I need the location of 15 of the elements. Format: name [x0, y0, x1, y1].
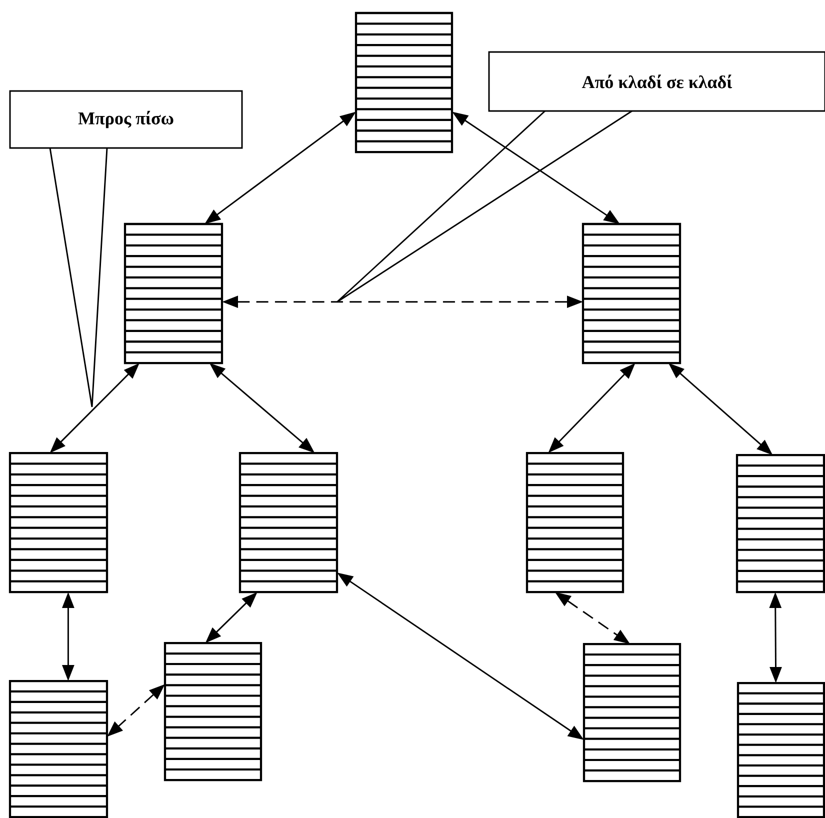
callout-box: Μπρος πίσω [9, 90, 243, 149]
striped-box [8, 680, 108, 818]
callout-box: Από κλαδί σε κλαδί [488, 51, 825, 112]
striped-box [736, 454, 825, 594]
callout-pointer [49, 147, 108, 408]
striped-box [164, 642, 262, 782]
striped-box [582, 222, 682, 364]
striped-box [526, 452, 624, 594]
callout-pointer [336, 110, 633, 303]
striped-box [582, 642, 682, 782]
striped-box [124, 222, 224, 364]
striped-box [354, 12, 454, 154]
striped-box [8, 452, 108, 594]
striped-box [736, 682, 825, 818]
striped-box [238, 452, 338, 594]
